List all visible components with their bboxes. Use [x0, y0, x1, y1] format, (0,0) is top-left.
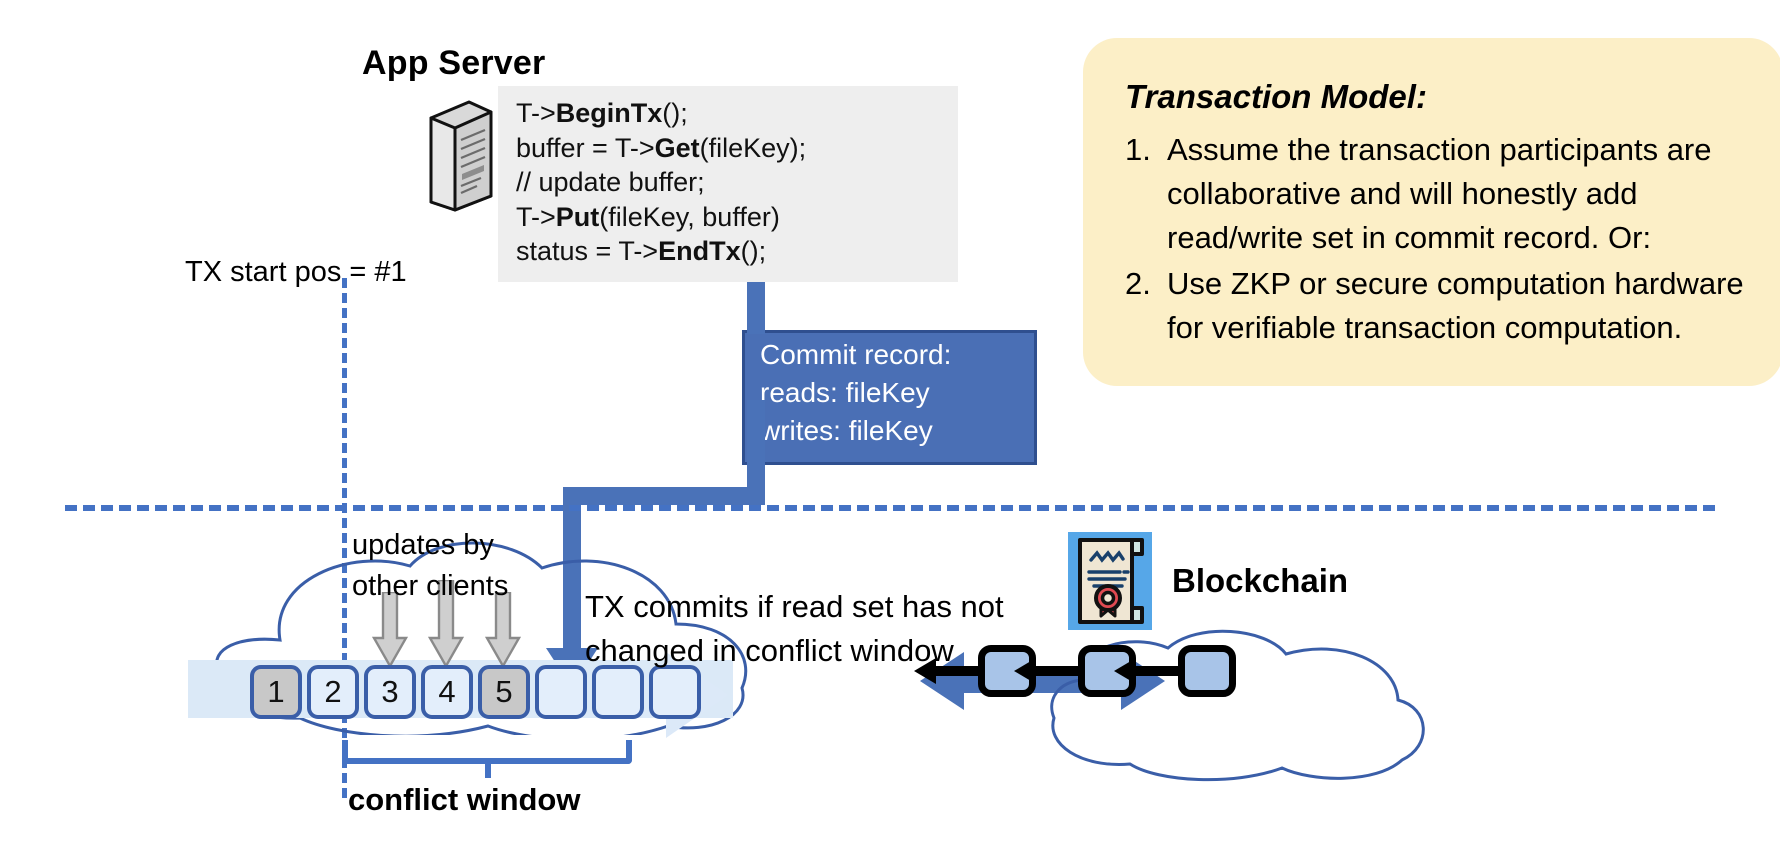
updates-label-line-2: other clients [352, 570, 509, 602]
list-item: 2. Use ZKP or secure computation hardwar… [1125, 262, 1765, 350]
commit-connector-segment-horizontal [563, 487, 765, 505]
log-blockchain-sync-arrow [920, 648, 1165, 719]
tx-start-pos-label: TX start pos = #1 [185, 256, 407, 288]
log-entry[interactable] [535, 665, 587, 719]
code-line-3: // update buffer; [516, 167, 705, 197]
log-entry[interactable]: 1 [250, 665, 302, 719]
commit-record-line-1: Commit record: [760, 339, 952, 370]
transaction-model-panel [1083, 38, 1780, 386]
log-entry[interactable] [592, 665, 644, 719]
code-line-2: buffer = T->Get(fileKey); [516, 132, 807, 163]
update-arrow-2 [427, 578, 465, 673]
update-arrow-1 [371, 590, 409, 673]
updates-by-other-clients-label: updates by other clients [352, 525, 508, 607]
list-item-text: Use ZKP or secure computation hardware f… [1167, 266, 1744, 345]
list-item-text: Assume the transaction participants are … [1167, 132, 1712, 255]
log-entry[interactable]: 2 [307, 665, 359, 719]
tx-commits-note: TX commits if read set has not changed i… [585, 585, 1004, 673]
tx-start-dashed-line [342, 278, 347, 798]
commit-record-text: Commit record: reads: fileKey writes: fi… [760, 336, 1040, 450]
commit-connector-segment-top [747, 282, 765, 334]
tx-commits-note-line-1: TX commits if read set has not [585, 589, 1004, 624]
tx-commits-note-line-2: changed in conflict window [585, 633, 954, 668]
list-item-number: 1. [1125, 132, 1151, 167]
blockchain-link-arrow [912, 657, 982, 690]
conflict-window-brace-tick [485, 764, 491, 778]
log-entry[interactable]: 3 [364, 665, 416, 719]
log-entry[interactable]: 5 [478, 665, 530, 719]
blockchain-label: Blockchain [1172, 562, 1349, 599]
commit-connector-segment-mid [747, 400, 765, 505]
transaction-model-title: Transaction Model: [1125, 78, 1427, 115]
blockchain-link-arrow [1112, 657, 1182, 690]
log-entry[interactable] [649, 665, 701, 719]
updates-label-line-1: updates by [352, 529, 494, 561]
blockchain-cloud-outline [1020, 628, 1440, 783]
log-entry[interactable]: 4 [421, 665, 473, 719]
update-arrow-3 [484, 590, 522, 673]
list-item: 1. Assume the transaction participants a… [1125, 128, 1765, 260]
commit-record-line-2: reads: fileKey [760, 377, 930, 408]
code-block: T->BeginTx(); buffer = T->Get(fileKey); … [516, 96, 956, 269]
commit-connector-segment-down [563, 487, 581, 662]
server-tower-icon [425, 98, 497, 214]
list-item-number: 2. [1125, 266, 1151, 301]
commit-record-box [742, 330, 1037, 465]
blockchain-link-arrow [1012, 657, 1082, 690]
commit-record-line-3: writes: fileKey [760, 415, 933, 446]
app-server-title: App Server [362, 44, 546, 82]
code-line-5: status = T->EndTx(); [516, 236, 767, 266]
certificate-contract-icon [1068, 532, 1152, 630]
conflict-window-label: conflict window [348, 782, 581, 817]
section-divider [65, 505, 1715, 511]
code-block-background [498, 86, 958, 282]
code-line-1: T->BeginTx(); [516, 98, 688, 128]
transaction-model-list: 1. Assume the transaction participants a… [1125, 128, 1765, 352]
log-entry-row: 1 2 3 4 5 [250, 665, 701, 719]
code-line-4: T->Put(fileKey, buffer) [516, 201, 780, 232]
blockchain-block [1178, 645, 1236, 697]
conflict-window-brace [342, 740, 632, 764]
